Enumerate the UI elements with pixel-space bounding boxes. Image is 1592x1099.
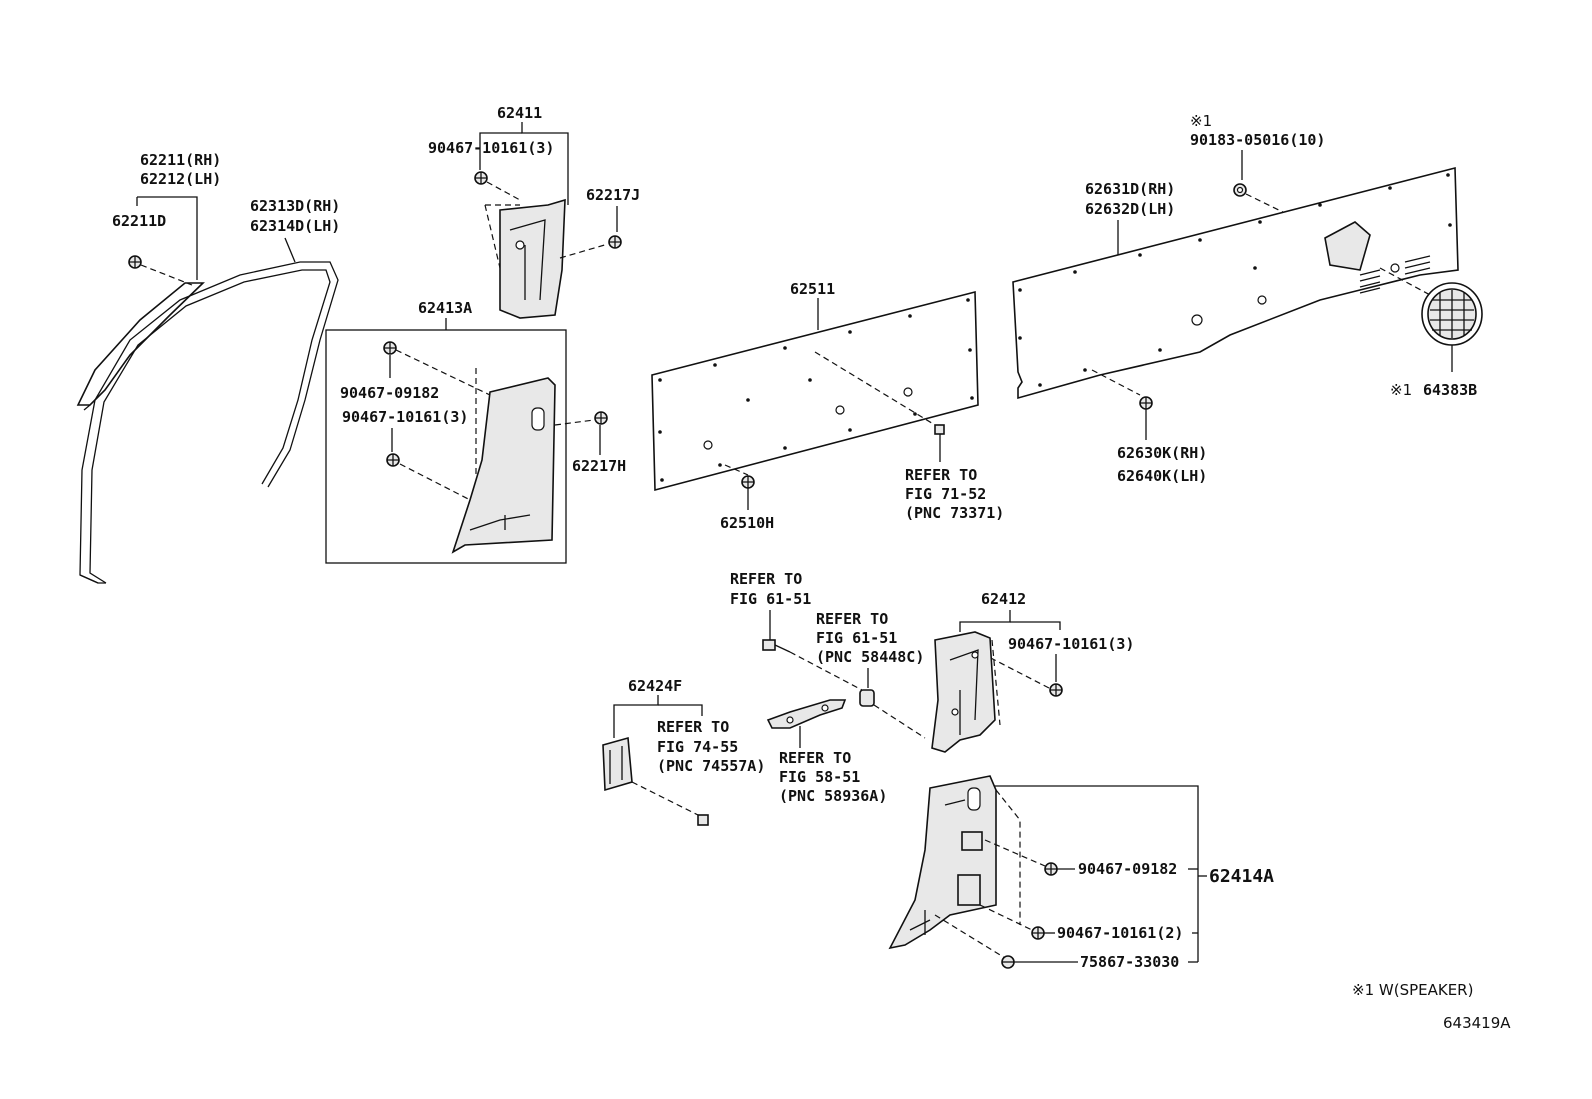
label-62631D: 62631D(RH) [1085, 180, 1175, 198]
retainer-clip [934, 424, 945, 435]
ref61b-line2: FIG 61-51 [816, 629, 897, 647]
clip-icon [128, 255, 142, 269]
speaker-grille-64383B [1421, 282, 1483, 346]
ref61a-line2: FIG 61-51 [730, 590, 811, 608]
clip-icon [1139, 396, 1153, 410]
pillar-garnish-62211 [76, 282, 205, 411]
label-62632D: 62632D(LH) [1085, 200, 1175, 218]
label-62411: 62411 [497, 104, 542, 122]
retainer-clip [697, 814, 709, 826]
bracket-58936A [766, 699, 847, 729]
hook-62424F [602, 736, 633, 792]
quarter-trim-62414A [888, 775, 997, 950]
figure-id: 643419A [1443, 1014, 1511, 1032]
label-75867-33030: 75867-33030 [1080, 953, 1179, 971]
side-panel-62511 [651, 290, 979, 492]
ref58-line3: (PNC 58936A) [779, 787, 887, 805]
label-90467-10161-3b: 90467-10161(3) [342, 408, 468, 426]
bushing-icon [859, 689, 875, 707]
label-90467-10161-2: 90467-10161(2) [1057, 924, 1183, 942]
label-62630K: 62630K(RH) [1117, 444, 1207, 462]
clip-icon [608, 235, 622, 249]
label-62413A: 62413A [418, 299, 472, 317]
clip-icon [741, 475, 755, 489]
label-62412: 62412 [981, 590, 1026, 608]
ref58-line2: FIG 58-51 [779, 768, 860, 786]
label-62211D: 62211D [112, 212, 166, 230]
ref71-line2: FIG 71-52 [905, 485, 986, 503]
rear-panel-62631D [1012, 166, 1459, 400]
note-mark-1: ※1 [1190, 112, 1212, 130]
ref61a-line1: REFER TO [730, 570, 802, 588]
label-62314D: 62314D(LH) [250, 217, 340, 235]
label-62217J: 62217J [586, 186, 640, 204]
label-62510H: 62510H [720, 514, 774, 532]
ref58-line1: REFER TO [779, 749, 851, 767]
ref74-line2: FIG 74-55 [657, 738, 738, 756]
label-64383B: 64383B [1423, 381, 1477, 399]
ref71-line3: (PNC 73371) [905, 504, 1004, 522]
clip-icon [386, 453, 400, 467]
label-90467-10161-3a: 90467-10161(3) [428, 139, 554, 157]
label-90467-09182a: 90467-09182 [340, 384, 439, 402]
label-62640K: 62640K(LH) [1117, 467, 1207, 485]
ref74-line1: REFER TO [657, 718, 729, 736]
pillar-garnish-62411 [499, 198, 566, 319]
weatherstrip-62313D [79, 261, 339, 584]
label-90467-09182b: 90467-09182 [1078, 860, 1177, 878]
ref61b-line1: REFER TO [816, 610, 888, 628]
label-90183-05016: 90183-05016(10) [1190, 131, 1325, 149]
bolt-icon [1001, 955, 1015, 969]
clip-icon [1044, 862, 1058, 876]
label-62424F: 62424F [628, 677, 682, 695]
footnote: ※1 W(SPEAKER) [1352, 981, 1473, 999]
clip-icon [1233, 183, 1247, 197]
clip-icon [1031, 926, 1045, 940]
label-62211: 62211(RH) [140, 151, 221, 169]
pillar-trim-62412 [931, 631, 996, 753]
ref74-line3: (PNC 74557A) [657, 757, 765, 775]
note-mark-64383B: ※1 [1390, 381, 1412, 399]
quarter-trim-62413A [451, 377, 556, 554]
label-62511: 62511 [790, 280, 835, 298]
clip-icon [474, 171, 488, 185]
bolt-icon [762, 639, 791, 653]
ref71-line1: REFER TO [905, 466, 977, 484]
label-62217H: 62217H [572, 457, 626, 475]
clip-icon [1049, 683, 1063, 697]
ref61b-line3: (PNC 58448C) [816, 648, 924, 666]
label-90467-10161-3c: 90467-10161(3) [1008, 635, 1134, 653]
label-62212: 62212(LH) [140, 170, 221, 188]
label-62414A: 62414A [1209, 866, 1274, 887]
clip-icon [594, 411, 608, 425]
grille-icon [1359, 255, 1431, 294]
clip-icon [383, 341, 397, 355]
label-62313D: 62313D(RH) [250, 197, 340, 215]
